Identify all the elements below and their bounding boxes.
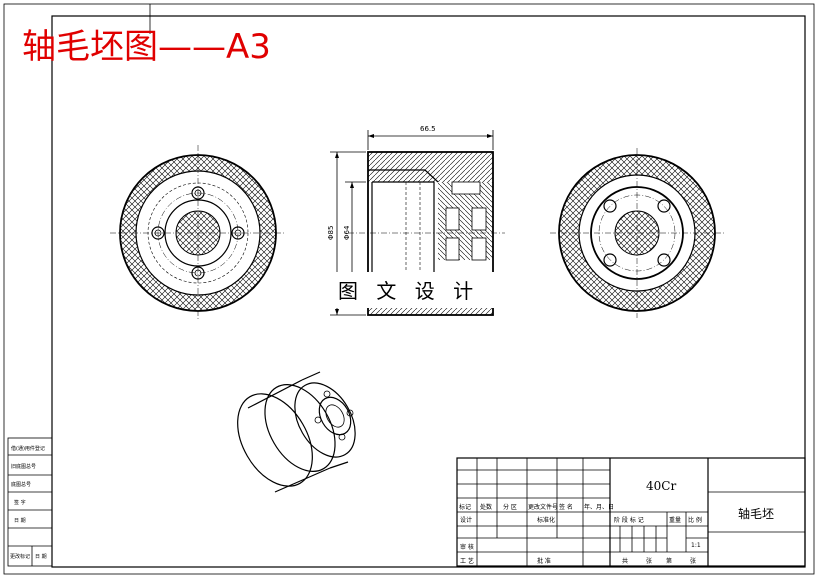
- tb-weight: 重量: [669, 516, 681, 524]
- right-end-view: [550, 148, 724, 318]
- tb-review: 审 核: [460, 543, 474, 551]
- left-end-view: [110, 145, 286, 321]
- title-block: 标记 处数 分 区 更改文件号 签 名 年、月、日 设计 标准化 审 核 工 艺…: [456, 457, 806, 567]
- outer-border: [3, 3, 815, 575]
- dim-outer-diameter: Φ85: [327, 226, 335, 240]
- tb-design: 设计: [460, 516, 472, 524]
- side-strip: 借(通)用件登记 旧底图总号 底图总号 签 字 日 期 更改标记 日 期: [7, 437, 53, 567]
- hdr-2: 分 区: [503, 503, 517, 511]
- hdr-5: 年、月、日: [584, 503, 614, 511]
- inner-border: [51, 15, 806, 568]
- tb-ratio: 比 例: [688, 516, 702, 524]
- side-label-4: 日 期: [14, 518, 26, 524]
- tb-sheets-1: 张: [646, 557, 652, 565]
- part-name-text: 轴毛坯: [738, 506, 774, 521]
- tb-sheets-3: 张: [690, 557, 696, 565]
- tb-approve: 批 准: [537, 557, 551, 565]
- side-label-3: 签 字: [14, 499, 26, 506]
- side-label-5: 更改标记: [10, 553, 30, 560]
- side-label-6: 日 期: [35, 554, 47, 560]
- side-label-0: 借(通)用件登记: [11, 445, 45, 452]
- dim-length: 66.5: [420, 125, 436, 133]
- hdr-0: 标记: [459, 503, 471, 511]
- watermark-backdrop: [328, 272, 498, 308]
- tb-sheets-0: 共: [622, 557, 628, 565]
- material-text: 40Cr: [646, 479, 676, 493]
- tb-process: 工 艺: [460, 557, 474, 565]
- drawing-title: 轴毛坯图——A3: [22, 27, 271, 67]
- hdr-1: 处数: [480, 503, 492, 511]
- tb-stage-mark: 阶 段 标 记: [614, 516, 644, 524]
- hdr-3: 更改文件号: [528, 503, 558, 511]
- dim-inner-diameter: Φ64: [343, 225, 351, 240]
- side-label-2: 底图总号: [11, 481, 31, 488]
- side-label-1: 旧底图总号: [11, 463, 36, 470]
- tb-standardization: 标准化: [537, 516, 555, 524]
- isometric-view: [237, 371, 356, 493]
- watermark-text: 图 文 设 计: [338, 279, 479, 303]
- hdr-4: 签 名: [559, 503, 573, 511]
- tb-scale: 1:1: [691, 542, 701, 549]
- tb-sheets-2: 第: [666, 557, 672, 565]
